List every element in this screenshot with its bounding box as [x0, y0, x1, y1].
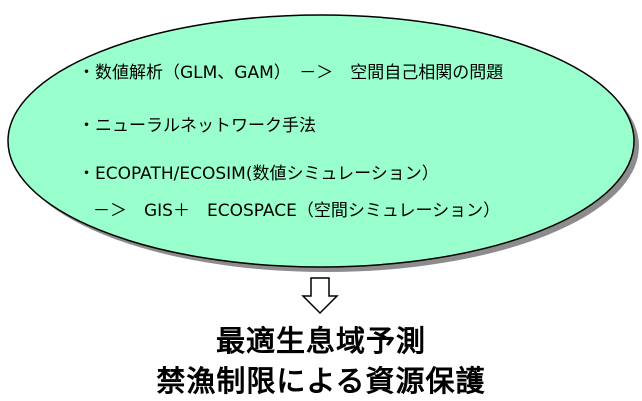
hollow-down-arrow-icon: [301, 277, 339, 315]
method-line-ecospace: －＞ GIS＋ ECOSPACE（空間シミュレーション）: [93, 201, 501, 221]
method-line-ecopath: ・ECOPATH/ECOSIM(数値シミュレーション）: [78, 164, 439, 184]
outcome-resource-protection: 禁漁制限による資源保護: [156, 364, 486, 398]
outcome-habitat-prediction: 最適生息域予測: [215, 324, 426, 358]
method-line-neural-network: ・ニューラルネットワーク手法: [78, 116, 316, 136]
method-line-numerical-analysis: ・数値解析（GLM、GAM） －＞ 空間自己相関の問題: [78, 63, 504, 83]
methods-bubble: [7, 14, 635, 268]
